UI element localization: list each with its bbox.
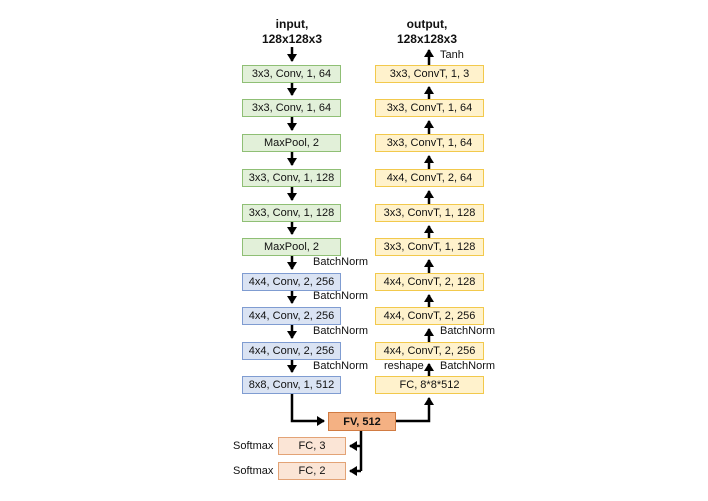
decoder-layer: 3x3, ConvT, 1, 64 <box>375 134 484 152</box>
input-header-line1: input, <box>275 17 309 31</box>
decoder-layer: 3x3, ConvT, 1, 3 <box>375 65 484 83</box>
batchnorm-label: BatchNorm <box>440 360 496 372</box>
input-header-line2: 128x128x3 <box>261 32 323 46</box>
encoder-layer: 4x4, Conv, 2, 256 <box>242 307 341 325</box>
output-header: output, 128x128x3 <box>385 17 469 47</box>
fc-head-node: FC, 3 <box>278 437 346 455</box>
reshape-label: reshape <box>384 360 424 372</box>
batchnorm-label: BatchNorm <box>313 325 369 337</box>
encoder-layer: MaxPool, 2 <box>242 134 341 152</box>
encoder-layer: 4x4, Conv, 2, 256 <box>242 273 341 291</box>
output-header-line2: 128x128x3 <box>396 32 458 46</box>
decoder-layer: FC, 8*8*512 <box>375 376 484 394</box>
arrow-connector <box>396 397 434 423</box>
encoder-layer: 4x4, Conv, 2, 256 <box>242 342 341 360</box>
input-header: input, 128x128x3 <box>250 17 334 47</box>
decoder-layer: 4x4, ConvT, 2, 64 <box>375 169 484 187</box>
decoder-layer: 3x3, ConvT, 1, 128 <box>375 238 484 256</box>
encoder-layer: 3x3, Conv, 1, 128 <box>242 169 341 187</box>
decoder-layer: 3x3, ConvT, 1, 128 <box>375 204 484 222</box>
output-header-line1: output, <box>406 17 448 31</box>
batchnorm-label: BatchNorm <box>313 360 369 372</box>
decoder-layer: 3x3, ConvT, 1, 64 <box>375 99 484 117</box>
softmax-label: Softmax <box>233 440 274 452</box>
decoder-layer: 4x4, ConvT, 2, 128 <box>375 273 484 291</box>
batchnorm-label: BatchNorm <box>440 325 496 337</box>
feature-vector-node: FV, 512 <box>328 412 396 431</box>
batchnorm-label: BatchNorm <box>313 290 369 302</box>
decoder-layer: 4x4, ConvT, 2, 256 <box>375 307 484 325</box>
tanh-label: Tanh <box>440 49 464 61</box>
decoder-layer: 4x4, ConvT, 2, 256 <box>375 342 484 360</box>
encoder-layer: 3x3, Conv, 1, 64 <box>242 99 341 117</box>
batchnorm-label: BatchNorm <box>313 256 369 268</box>
encoder-layer: 3x3, Conv, 1, 128 <box>242 204 341 222</box>
arrow-connector <box>290 394 325 426</box>
softmax-label: Softmax <box>233 465 274 477</box>
encoder-layer: 8x8, Conv, 1, 512 <box>242 376 341 394</box>
encoder-layer: MaxPool, 2 <box>242 238 341 256</box>
fc-head-node: FC, 2 <box>278 462 346 480</box>
encoder-layer: 3x3, Conv, 1, 64 <box>242 65 341 83</box>
